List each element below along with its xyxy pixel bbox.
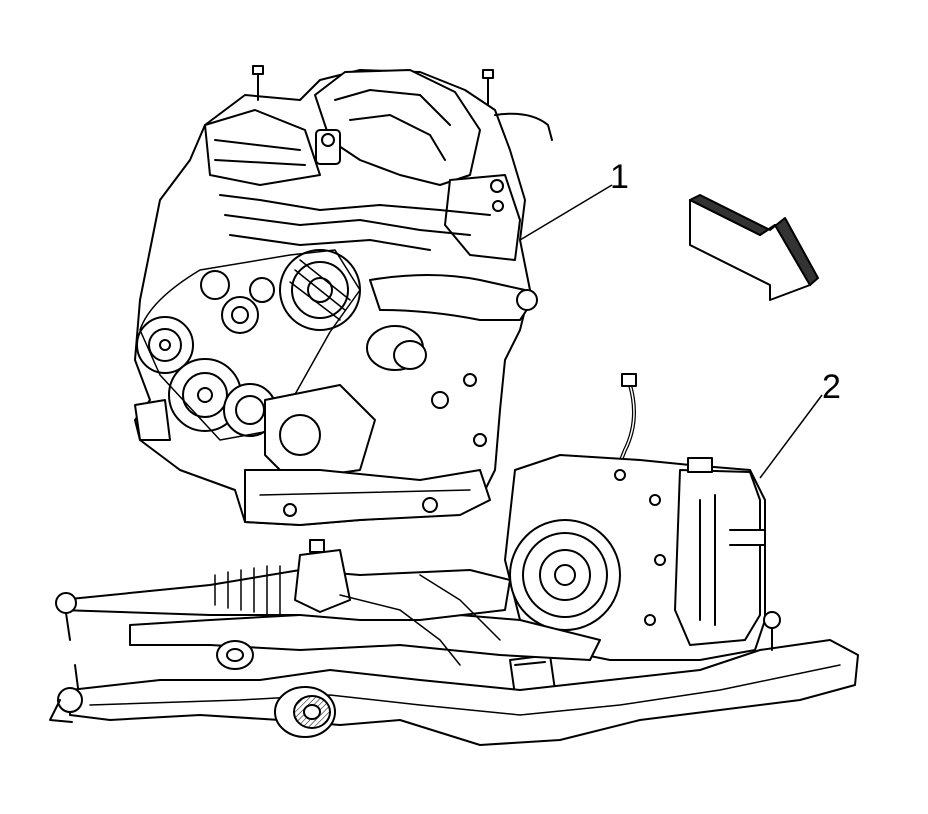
engine-assembly bbox=[134, 65, 553, 526]
front-subframe-assembly bbox=[49, 539, 859, 746]
leader-line-1 bbox=[519, 184, 613, 241]
callout-2-label: 2 bbox=[822, 368, 841, 406]
transmission-assembly bbox=[504, 373, 766, 696]
callout-leaders bbox=[519, 184, 823, 479]
leader-line-2 bbox=[759, 394, 823, 479]
callout-1-label: 1 bbox=[610, 158, 629, 196]
front-direction-arrow-icon bbox=[689, 194, 819, 301]
